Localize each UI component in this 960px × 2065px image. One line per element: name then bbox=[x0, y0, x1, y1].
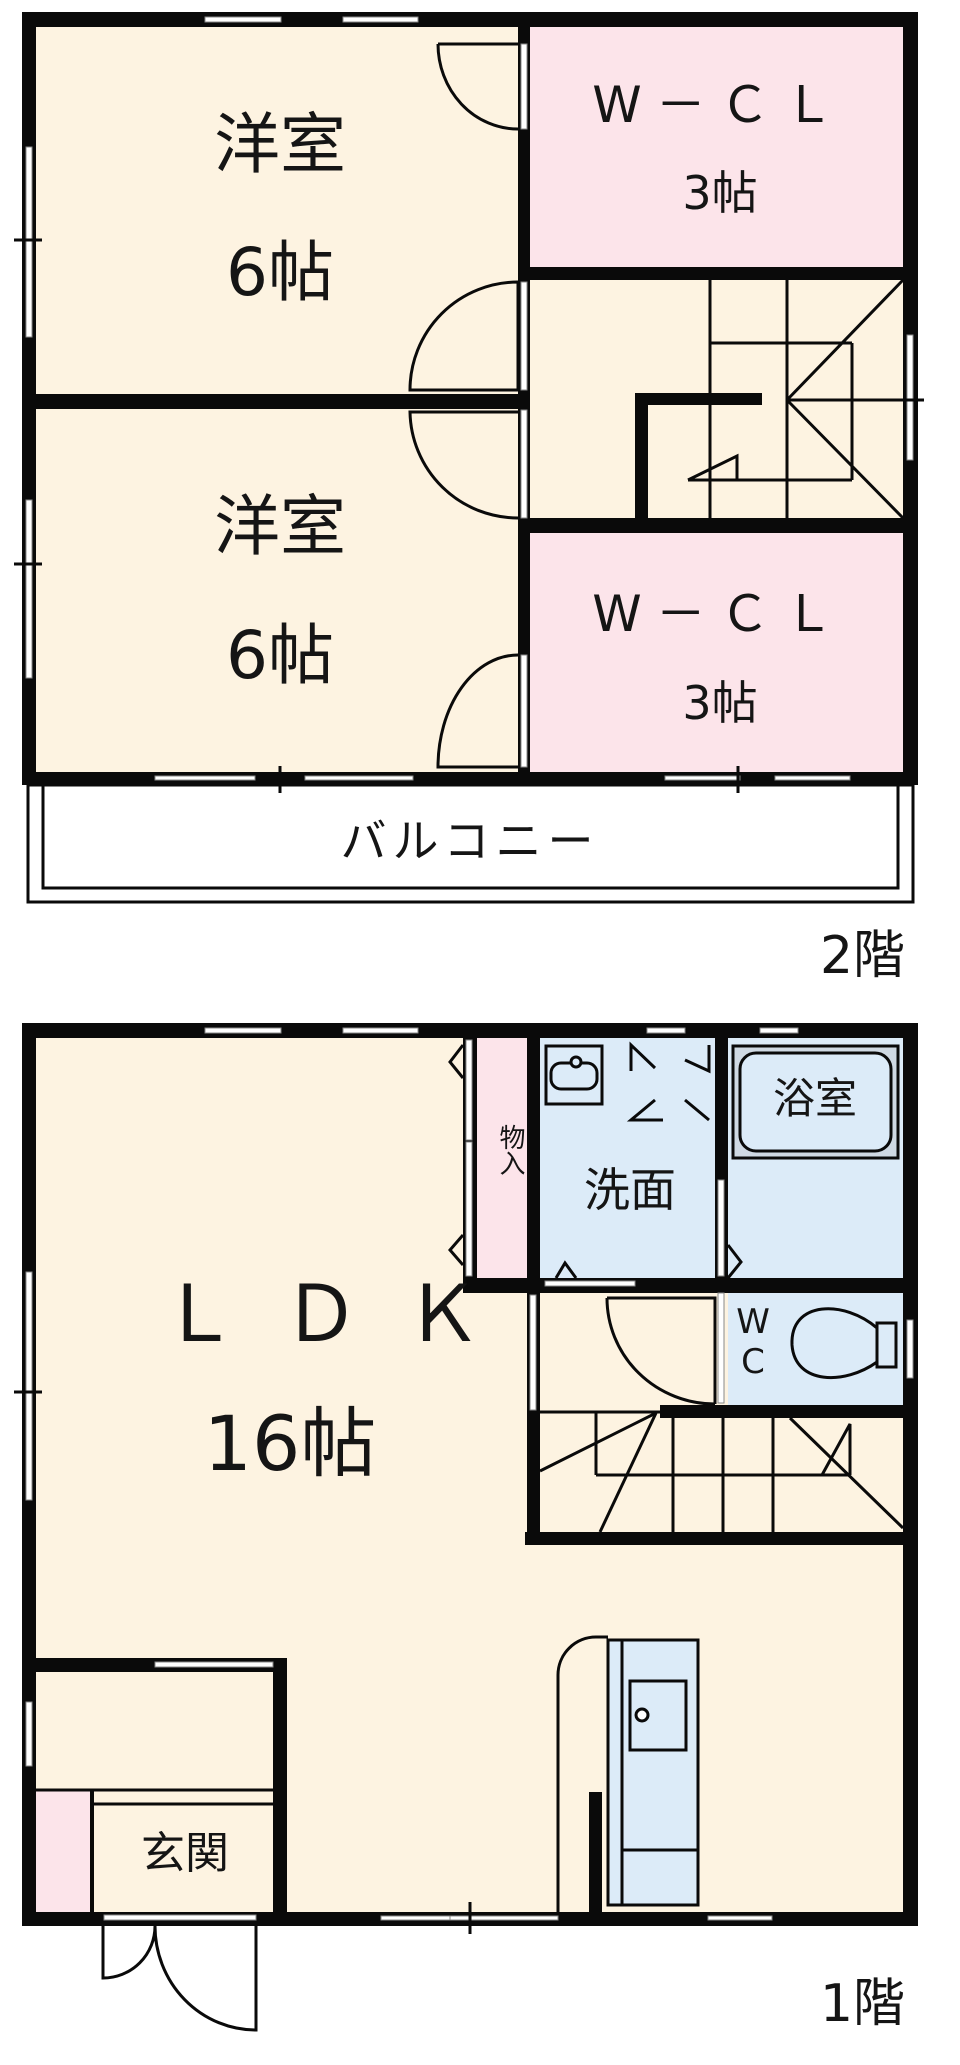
bathtub bbox=[731, 1044, 900, 1160]
room-western-2-size: 6帖 bbox=[226, 617, 334, 694]
room-wcl-1-name: W－ＣＬ bbox=[592, 76, 848, 134]
room-storage bbox=[477, 1038, 527, 1278]
stairs-1f bbox=[539, 1410, 905, 1533]
balcony bbox=[26, 783, 915, 904]
window-marks-1f bbox=[14, 1390, 472, 1934]
window-marks-2f bbox=[14, 238, 924, 793]
kitchen-pillar bbox=[589, 1792, 602, 1912]
storage-label: 物入 bbox=[495, 1124, 525, 1176]
floor-1-plan bbox=[14, 1023, 918, 2032]
balcony-label: バルコニー bbox=[340, 814, 600, 868]
floor-1-label: 1階 bbox=[819, 1974, 906, 2034]
room-western-2-name: 洋室 bbox=[214, 488, 346, 565]
floor-2-plan bbox=[14, 12, 924, 904]
doors-2f bbox=[408, 42, 520, 769]
wash-basin bbox=[544, 1044, 604, 1106]
room-ldk-size: 16帖 bbox=[203, 1399, 377, 1488]
doors-1f bbox=[101, 1044, 743, 2032]
windows-2f bbox=[25, 16, 914, 781]
room-western-1-size: 6帖 bbox=[226, 234, 334, 311]
windows-1f bbox=[25, 1027, 914, 1921]
room-wcl-1 bbox=[530, 27, 903, 267]
room-wcl-1-size: 3帖 bbox=[682, 166, 758, 220]
kitchen-partition bbox=[556, 1635, 608, 1912]
toilet-label-w: W bbox=[736, 1302, 770, 1342]
stairs-2f bbox=[687, 278, 913, 520]
entrance-step bbox=[36, 1788, 273, 1806]
room-wcl-2-size: 3帖 bbox=[682, 676, 758, 730]
entrance-shoe-closet bbox=[36, 1790, 90, 1912]
entrance-label: 玄関 bbox=[141, 1828, 229, 1879]
room-western-1 bbox=[36, 27, 519, 394]
room-ldk-name: ＬＤＫ bbox=[160, 1270, 527, 1360]
kitchen-counter bbox=[606, 1638, 700, 1907]
floor-2-label: 2階 bbox=[819, 926, 906, 986]
room-wcl-2-name: W－ＣＬ bbox=[592, 585, 848, 643]
washing-machine-space bbox=[626, 1041, 711, 1122]
room-western-1-name: 洋室 bbox=[214, 106, 346, 183]
room-wcl-2 bbox=[530, 533, 903, 772]
room-washroom bbox=[540, 1038, 715, 1278]
walls-1f bbox=[22, 1023, 918, 1926]
toilet-label-c: C bbox=[741, 1342, 765, 1382]
bathroom-label: 浴室 bbox=[772, 1074, 857, 1123]
room-western-2 bbox=[36, 409, 519, 772]
washroom-label: 洗面 bbox=[584, 1163, 676, 1217]
toilet-fixture bbox=[790, 1307, 898, 1380]
